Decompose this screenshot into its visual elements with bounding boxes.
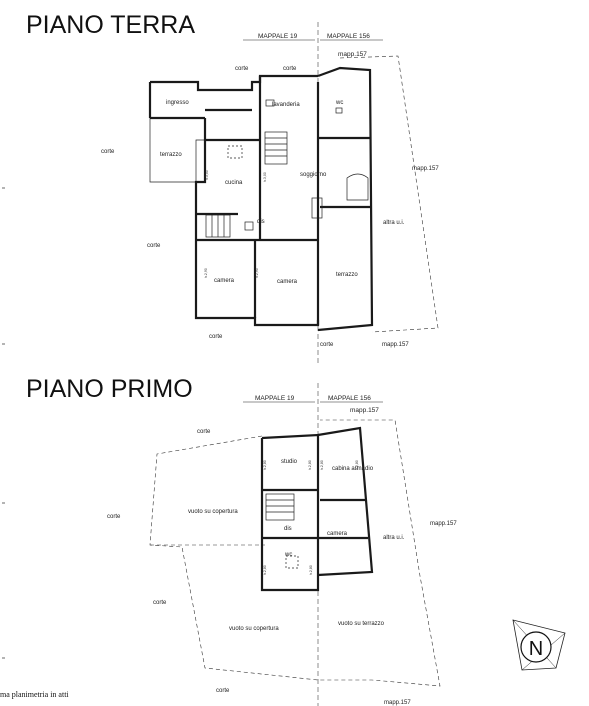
ground-corte-top-left: corte <box>235 66 249 72</box>
ground-floor-walls <box>148 66 374 332</box>
first-vuoto-terrazzo-label: vuoto su terrazzo <box>338 621 385 627</box>
ground-wc-label: wc <box>335 100 343 106</box>
ground-mapp157-boundary <box>339 55 439 333</box>
ground-corte-bottom-right: corte <box>320 342 334 348</box>
first-dis-label: dis <box>284 526 292 532</box>
ground-dis-label: dis <box>257 219 265 225</box>
ground-soggiorno-label: soggiorno <box>300 172 327 178</box>
first-vuoto-copertura-label: vuoto su copertura <box>188 509 238 515</box>
ground-cucina-label: cucina <box>225 180 243 186</box>
first-wc-label: wc <box>284 552 292 558</box>
ground-height-tag-3: h.2,90 <box>204 268 208 278</box>
ground-corte-bottom-left: corte <box>209 334 223 340</box>
ground-corte-top-right: corte <box>283 66 297 72</box>
first-vuoto-copertura-lower-label: vuoto su copertura <box>229 626 279 632</box>
first-cabina-armadio-label: cabina armadio <box>332 466 374 472</box>
ground-mapp157-right-label: mapp.157 <box>412 166 439 172</box>
ground-mappale-19-label: MAPPALE 19 <box>258 33 298 40</box>
ground-staircase <box>205 131 288 238</box>
ground-camera-right-label: camera <box>277 279 298 285</box>
north-arrow-letter: N <box>529 638 543 660</box>
first-height-tag-6: h.2,80 <box>309 565 313 575</box>
first-height-tag-4: h.2,80 <box>355 460 359 470</box>
first-height-tag-1: h.2,80 <box>263 460 267 470</box>
first-mapp157-right-label: mapp.157 <box>430 521 457 527</box>
ground-corte-left: corte <box>101 149 115 155</box>
first-studio-label: studio <box>281 459 298 465</box>
ground-height-tag-4: h.2,90 <box>255 268 259 278</box>
first-staircase <box>265 493 299 569</box>
ground-floor-title: PIANO TERRA <box>26 11 195 39</box>
first-corte-top-label: corte <box>197 429 211 435</box>
first-corte-lower-left-label: corte <box>153 600 167 606</box>
first-mapp157-top-label: mapp.157 <box>350 407 379 414</box>
ground-mappale-header: MAPPALE 19 MAPPALE 156 mapp.157 <box>243 33 383 58</box>
bottom-caption: ma planimetria in atti <box>0 690 69 699</box>
ground-height-tag-2: h.3,00 <box>263 172 267 182</box>
ground-room-labels: corte corte ingresso lavanderia wc corte… <box>101 66 439 348</box>
north-arrow-icon: N <box>512 619 566 671</box>
ground-mappale-156-label: MAPPALE 156 <box>327 33 370 40</box>
ground-height-tag-1: h.3,00 <box>205 170 209 180</box>
ground-camera-left-label: camera <box>214 278 235 284</box>
ground-altra-ui-label: altra u.i. <box>383 220 405 226</box>
first-mappale-156-label: MAPPALE 156 <box>328 395 371 402</box>
first-height-tag-5: h.2,80 <box>263 565 267 575</box>
first-mappale-header: MAPPALE 19 MAPPALE 156 mapp.157 <box>243 395 383 414</box>
ground-mapp157-bottom-label: mapp.157 <box>382 342 409 348</box>
ground-fixtures <box>227 99 369 231</box>
ground-terrazzo-right-label: terrazzo <box>336 272 358 278</box>
first-altra-ui-label: altra u.i. <box>383 535 405 541</box>
first-corte-bottom-label: corte <box>216 688 230 694</box>
ground-ingresso-label: ingresso <box>166 100 189 106</box>
first-height-tag-3: h.2,80 <box>320 460 324 470</box>
first-mappale-19-label: MAPPALE 19 <box>255 395 295 402</box>
first-floor-walls <box>260 426 374 592</box>
first-mapp157-bottom-label: mapp.157 <box>384 700 411 706</box>
first-camera-label: camera <box>327 531 348 537</box>
ground-mapp157-top-label: mapp.157 <box>338 51 367 58</box>
first-floor-title: PIANO PRIMO <box>26 375 193 403</box>
ground-lavanderia-label: lavanderia <box>272 102 300 108</box>
first-corte-left-label: corte <box>107 514 121 520</box>
margin-ticks <box>2 187 5 659</box>
first-height-tag-2: h.2,80 <box>308 460 312 470</box>
first-room-labels: corte studio cabina armadio corte vuoto … <box>107 429 457 706</box>
ground-terrazzo-label: terrazzo <box>160 152 182 158</box>
ground-corte-lower-left: corte <box>147 243 161 249</box>
